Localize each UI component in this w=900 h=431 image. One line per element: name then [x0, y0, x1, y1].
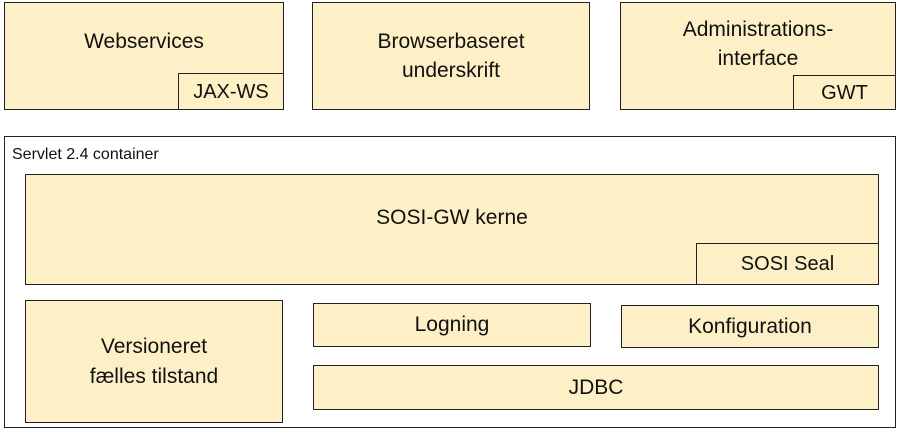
jdbc-title: JDBC — [568, 375, 624, 399]
gwt-tag: GWT — [793, 75, 895, 109]
configuration-box: Konfiguration — [621, 305, 879, 348]
jax-ws-label: JAX-WS — [193, 80, 269, 103]
configuration-title: Konfiguration — [688, 314, 812, 338]
gwt-label: GWT — [821, 81, 868, 104]
sosi-gw-core-box: SOSI-GW kerne SOSI Seal — [25, 174, 879, 285]
servlet-container: Servlet 2.4 container SOSI-GW kerne SOSI… — [4, 136, 896, 428]
sosi-seal-label: SOSI Seal — [740, 253, 835, 275]
jax-ws-tag: JAX-WS — [178, 73, 283, 109]
browser-signature-title-line2: underskrift — [401, 59, 501, 82]
admin-interface-title-line2: interface — [717, 47, 799, 70]
admin-interface-box: Administrations- interface GWT — [620, 2, 896, 110]
versioned-state-box: Versioneret fælles tilstand — [25, 300, 283, 423]
jdbc-box: JDBC — [313, 365, 879, 410]
sosi-gw-core-title: SOSI-GW kerne — [376, 205, 528, 229]
admin-interface-title-line1: Administrations- — [682, 17, 834, 41]
browser-signature-title-line1: Browserbaseret — [377, 29, 525, 53]
webservices-box: Webservices JAX-WS — [4, 2, 284, 110]
versioned-state-title-line1: Versioneret — [100, 335, 208, 359]
sosi-seal-tag: SOSI Seal — [696, 243, 878, 284]
versioned-state-title-line2: fælles tilstand — [89, 364, 219, 388]
servlet-container-label: Servlet 2.4 container — [12, 146, 159, 163]
logging-title: Logning — [414, 313, 490, 337]
webservices-title: Webservices — [84, 30, 204, 54]
logging-box: Logning — [313, 303, 591, 347]
browser-signature-box: Browserbaseret underskrift — [312, 2, 590, 110]
